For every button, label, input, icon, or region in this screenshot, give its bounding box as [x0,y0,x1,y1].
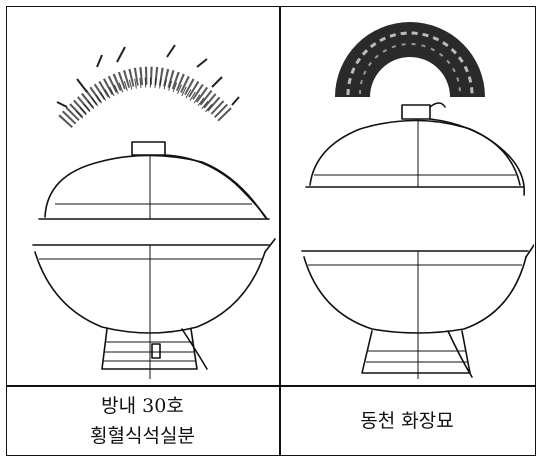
right-vessel-drawing [280,7,534,384]
row-divider [7,385,535,387]
left-caption-line1: 방내 30호 [101,395,184,417]
left-vessel-drawing [7,7,278,384]
right-caption: 동천 화장묘 [360,410,454,432]
figure-table: 방내 30호 횡혈식석실분 동천 화장묘 [6,6,536,456]
left-vessel-svg [32,44,276,379]
right-caption-cell: 동천 화장묘 [280,387,534,455]
column-divider [279,7,281,455]
left-caption-line2: 횡혈식석실분 [90,425,195,447]
right-knob-rubbing [335,22,485,97]
right-vessel-svg [301,22,534,379]
left-caption-cell: 방내 30호 횡혈식석실분 [7,387,278,455]
left-knob-rubbing [56,44,240,129]
